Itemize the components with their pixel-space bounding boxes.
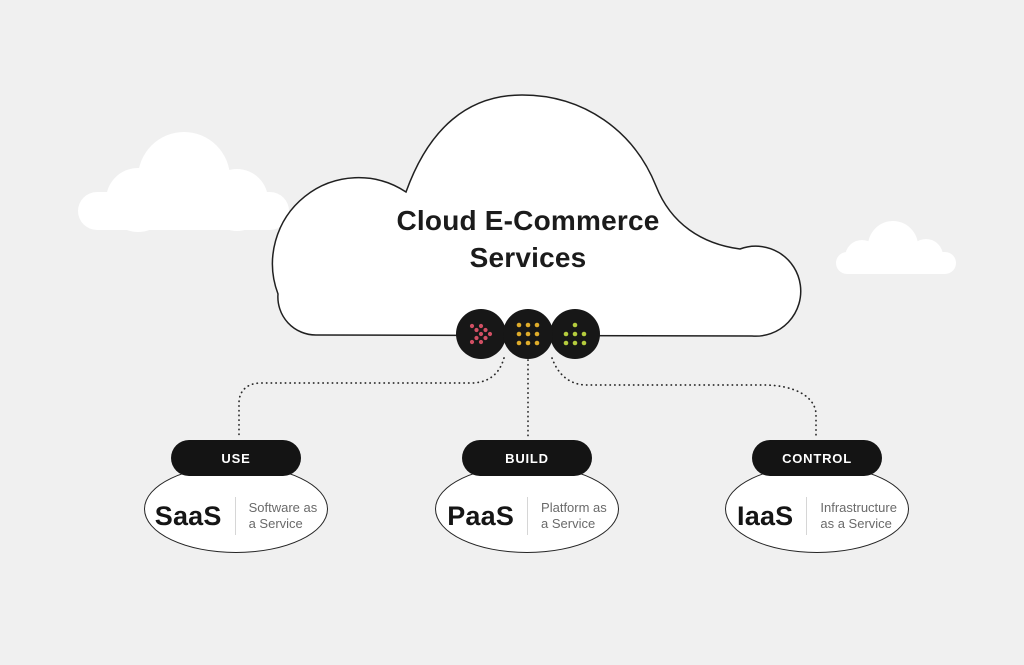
use-badge: USE — [171, 440, 301, 476]
iaas-desc-line2: as a Service — [820, 516, 892, 531]
vertical-divider — [806, 497, 808, 535]
node-iaas: IaaS Infrastructure as a Service CONTROL — [725, 440, 909, 553]
saas-description: Software as a Service — [249, 500, 318, 532]
node-iaas-card: IaaS Infrastructure as a Service — [725, 465, 909, 553]
build-badge: BUILD — [462, 440, 592, 476]
decorative-cloud-left-icon — [78, 132, 289, 232]
vertical-divider — [234, 497, 236, 535]
iaas-abbr-label: IaaS — [737, 500, 794, 531]
paas-desc-line1: Platform as — [541, 500, 607, 515]
paas-description: Platform as a Service — [541, 500, 607, 532]
connector-control — [551, 357, 817, 438]
iaas-description: Infrastructure as a Service — [820, 500, 897, 532]
decorative-cloud-right-icon — [836, 221, 956, 274]
saas-desc-line1: Software as — [248, 500, 318, 515]
control-badge: CONTROL — [752, 440, 882, 476]
node-saas: SaaS Software as a Service USE — [144, 440, 328, 553]
page-title: Cloud E-Commerce Services — [318, 202, 738, 276]
node-paas: PaaS Platform as a Service BUILD — [435, 440, 619, 553]
dotted-grid-icon — [516, 322, 540, 346]
node-saas-card: SaaS Software as a Service — [144, 465, 328, 553]
paas-abbr-label: PaaS — [447, 500, 515, 531]
dotted-home-up-icon — [563, 322, 587, 346]
dotted-chevrons-right-icon — [469, 323, 493, 345]
iaas-desc-line1: Infrastructure — [820, 500, 897, 515]
paas-desc-line2: a Service — [541, 516, 596, 531]
page-title-line2: Services — [469, 242, 587, 273]
saas-abbr-label: SaaS — [154, 500, 222, 531]
connector-use — [238, 357, 505, 438]
page-title-line1: Cloud E-Commerce — [396, 205, 660, 236]
node-paas-card: PaaS Platform as a Service — [435, 465, 619, 553]
saas-desc-line2: a Service — [248, 516, 303, 531]
main-cloud-shape — [271, 94, 802, 337]
vertical-divider — [527, 497, 529, 535]
